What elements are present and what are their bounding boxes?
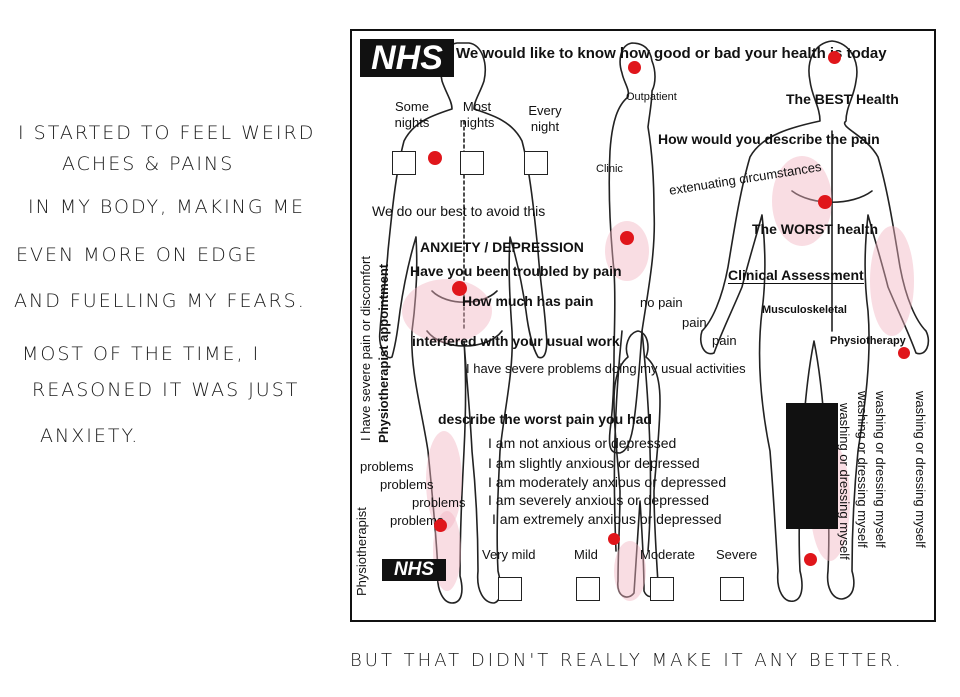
pain-dot-calf-back [434,519,447,532]
label-physiotherapy: Physiotherapy [830,335,906,347]
narration-line-1: I STARTED TO FEEL WEIRD [18,122,316,144]
narration-line-7: REASONED IT WAS JUST [32,379,300,401]
narration-line-5: AND FUELLING MY FEARS. [14,290,306,312]
pain-dot-side-knee [620,231,634,245]
anxiety-option-4: I am severely anxious or depressed [488,492,709,508]
narration-line-2: ACHES & PAINS [62,153,235,175]
pain-dot-side-head [628,61,641,74]
narration-line-6: MOST OF THE TIME, I [22,343,261,365]
severity-severe: Severe [716,547,758,562]
label-severe-problems: I have severe problems doing my usual ac… [466,361,746,376]
label-problems-2: problems [380,477,434,492]
pain-dot-front-head [828,51,841,64]
headline: We would like to know how good or bad yo… [456,45,887,62]
anxiety-option-5: I am extremely anxious or depressed [492,511,722,527]
narration-bottom: BUT THAT DIDN'T REALLY MAKE IT ANY BETTE… [350,650,904,671]
pain-dot-small-knee [608,533,620,545]
anxiety-option-1: I am not anxious or depressed [488,435,677,451]
label-worst-pain: describe the worst pain you had [438,411,652,427]
label-musculoskeletal: Musculoskeletal [762,304,847,316]
narration-line-4: EVEN MORE ON EDGE [16,244,259,266]
pain-dot-front-ankle [804,553,817,566]
label-problems-1: problems [360,459,414,474]
label-anxiety-depression: ANXIETY / DEPRESSION [420,239,584,255]
vertical-washing-3: washing or dressing myself [837,403,852,560]
checkbox-very-mild[interactable] [498,577,522,601]
checkbox-severe[interactable] [720,577,744,601]
label-worst-health: The WORST health [752,221,878,237]
narration-line-3: IN MY BODY, MAKING ME [28,196,306,218]
checkbox-moderate[interactable] [650,577,674,601]
pain-dot-front-chest [818,195,832,209]
checkbox-some-nights[interactable] [392,151,416,175]
label-clinic: Clinic [596,163,623,175]
collage-panel: NHS We would like to know how good or ba… [350,29,936,622]
label-interfered-work: interfered with your usual work [412,333,620,349]
severity-mild: Mild [574,547,598,562]
nhs-logo-small: NHS [382,559,446,581]
severity-moderate: Moderate [640,547,695,562]
nhs-logo-rotated [786,403,838,529]
label-describe-pain: How would you describe the pain [658,131,880,147]
label-troubled-by-pain: Have you been troubled by pain [410,263,622,279]
severity-very-mild: Very mild [482,547,536,562]
label-we-do-our-best: We do our best to avoid this [372,203,546,219]
label-most-nights: Most nights [459,99,495,130]
vertical-severe-pain: I have severe pain or discomfort [358,256,373,441]
vertical-physio-appointment: Physiotherapist appointment [376,263,391,443]
anxiety-option-3: I am moderately anxious or depressed [488,474,727,490]
vertical-washing-2: washing or dressing myself [855,391,870,548]
label-best-health: The BEST Health [786,91,899,107]
pain-dot-lower-back [452,281,467,296]
label-no-pain: no pain [640,295,683,310]
label-some-nights: Some nights [394,99,430,130]
vertical-physiotherapist: Physiotherapist [354,507,369,596]
label-how-much-pain: How much has pain [462,293,594,309]
pain-dot-front-hand [898,347,910,359]
label-outpatient: Outpatient [626,91,677,103]
label-problems-4: problems [390,513,444,528]
nhs-logo: NHS [360,39,454,77]
anxiety-option-2: I am slightly anxious or depressed [488,455,700,471]
checkbox-most-nights[interactable] [460,151,484,175]
vertical-washing-4: washing or dressing myself [913,391,928,548]
checkbox-every-night[interactable] [524,151,548,175]
label-pain-2: pain [712,333,737,348]
label-problems-3: problems [412,495,466,510]
label-pain-1: pain [682,315,707,330]
label-clinical-assessment: Clinical Assessment [728,267,864,284]
vertical-washing-1: washing or dressing myself [873,391,888,548]
checkbox-mild[interactable] [576,577,600,601]
label-every-night: Every night [528,103,562,134]
pain-dot-shoulder-back [428,151,442,165]
narration-line-8: ANXIETY. [40,425,140,447]
